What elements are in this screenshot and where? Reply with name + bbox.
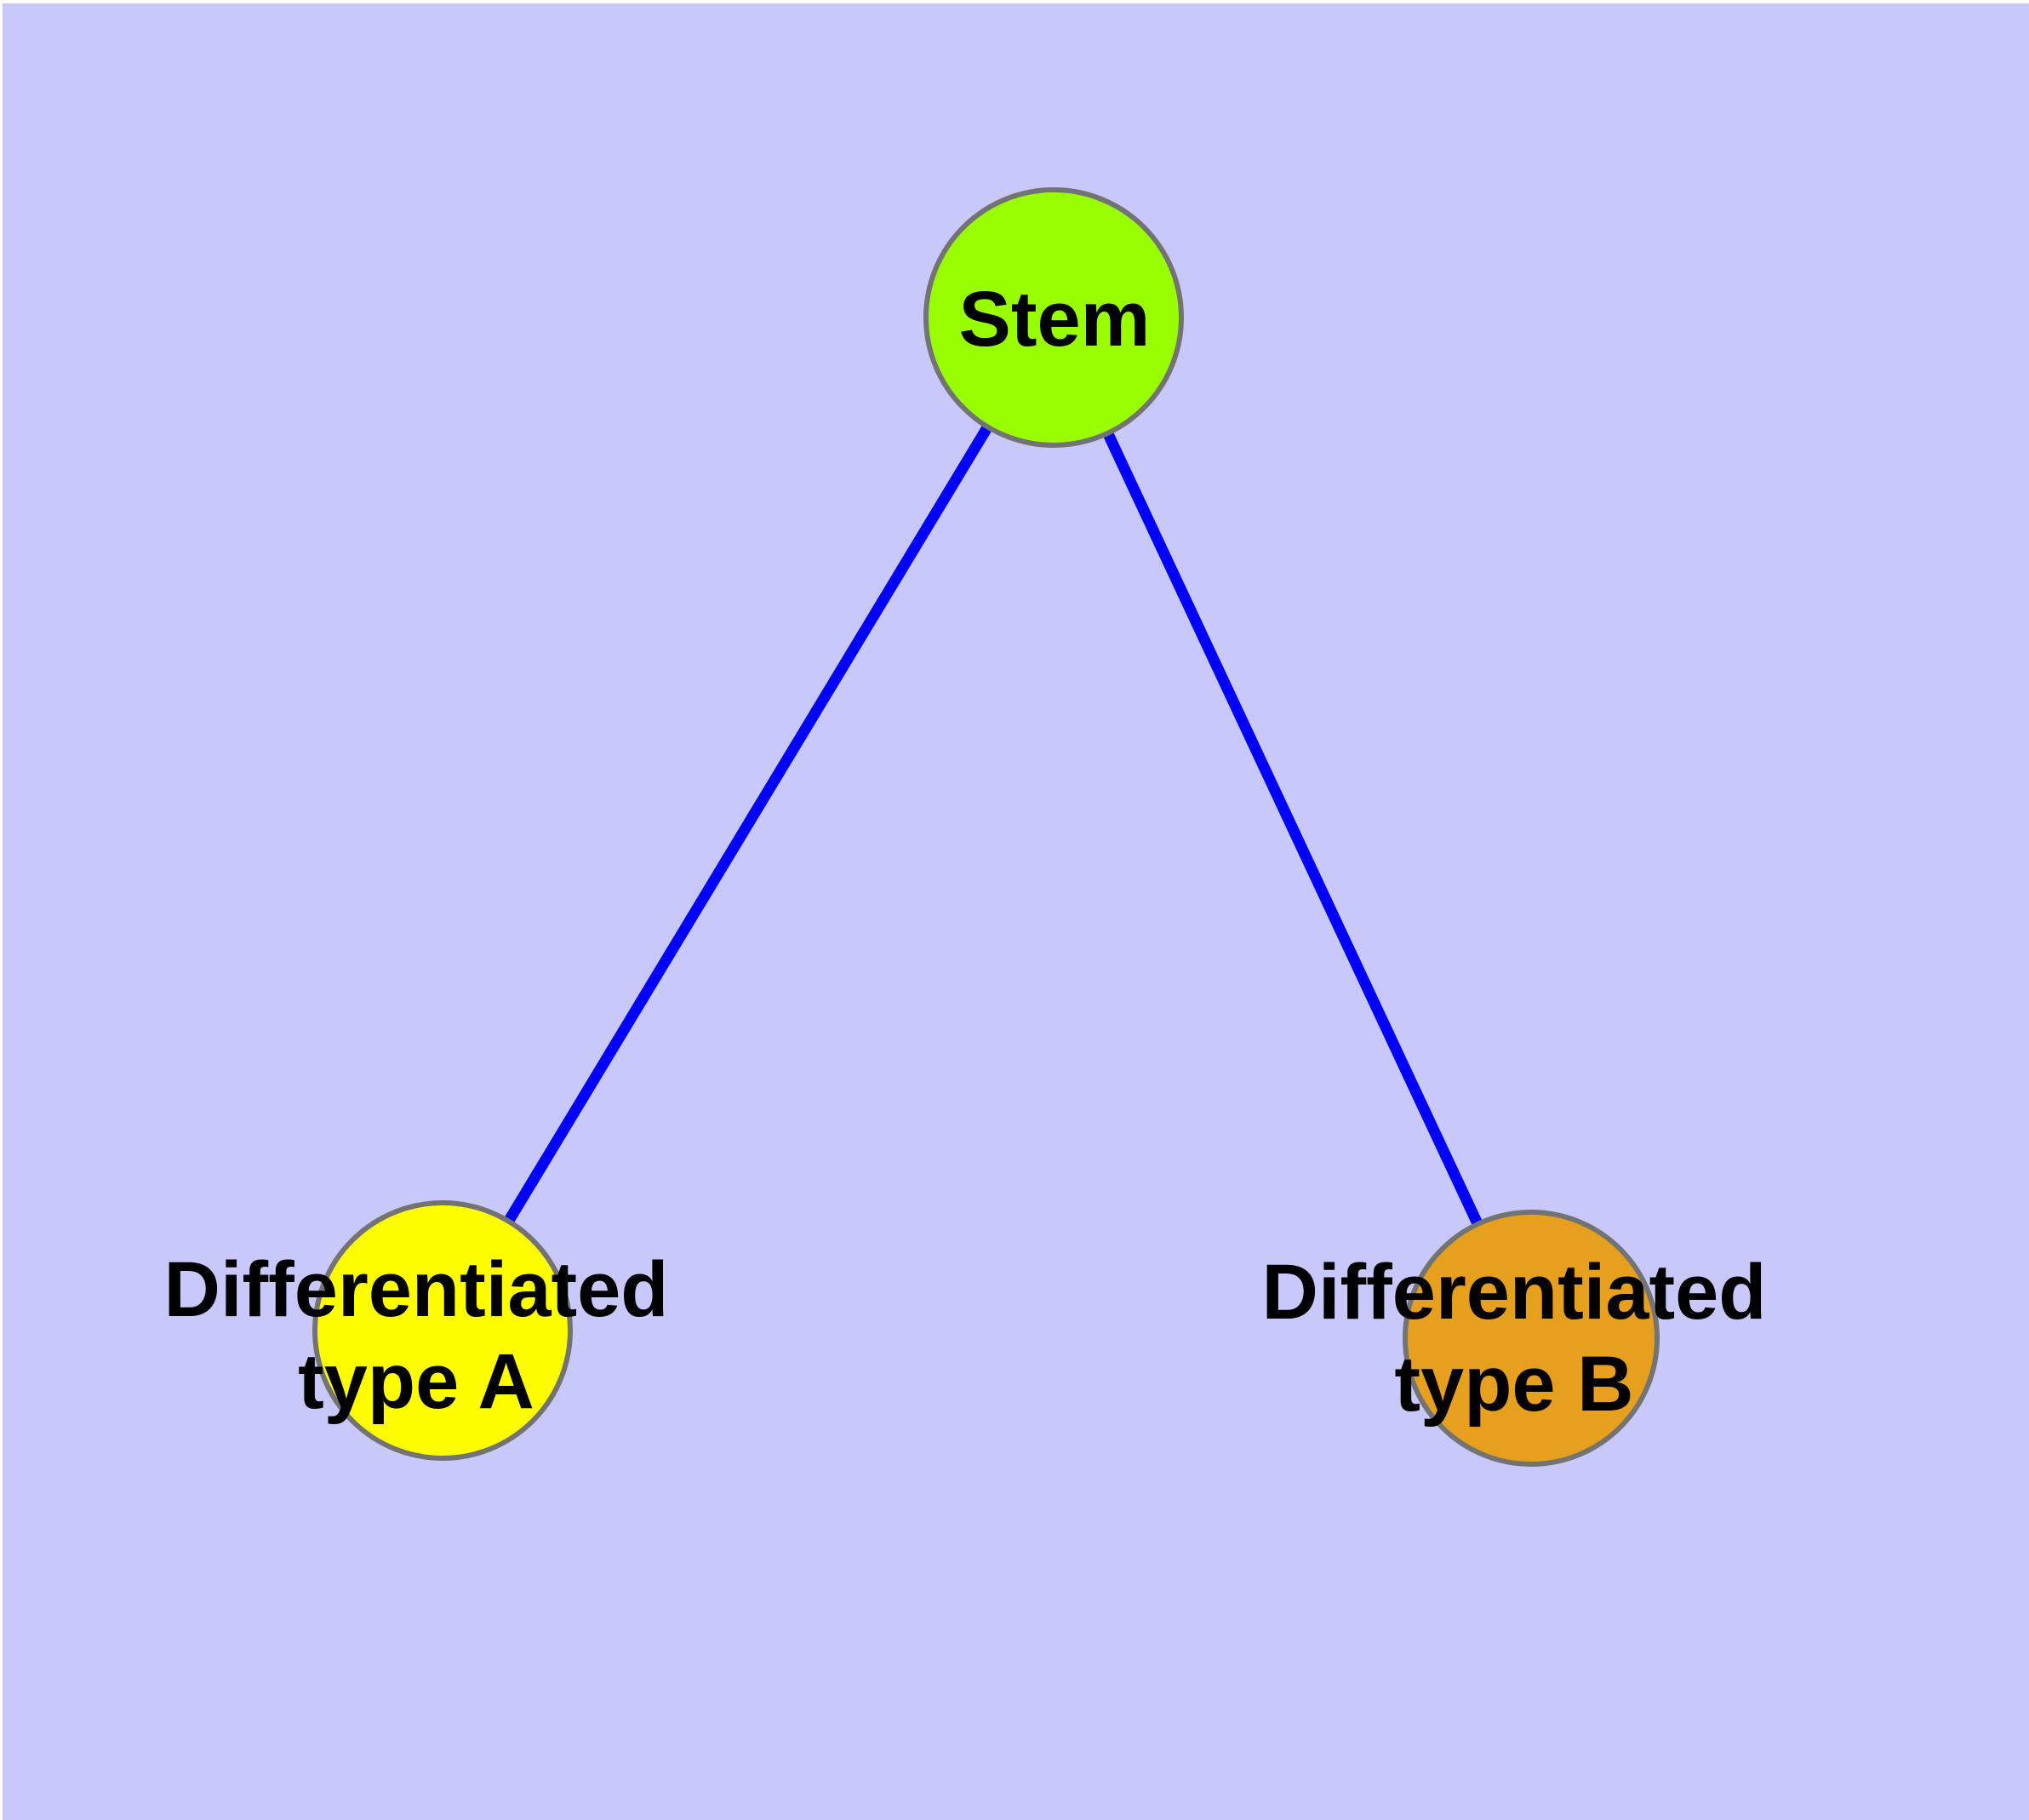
node-differentiated-type-a bbox=[312, 1200, 573, 1461]
node-differentiated-type-b bbox=[1403, 1210, 1660, 1467]
node-stem bbox=[923, 187, 1184, 448]
edge-stem-to-type-b bbox=[1049, 315, 1536, 1341]
edge-stem-to-type-a bbox=[437, 314, 1059, 1334]
